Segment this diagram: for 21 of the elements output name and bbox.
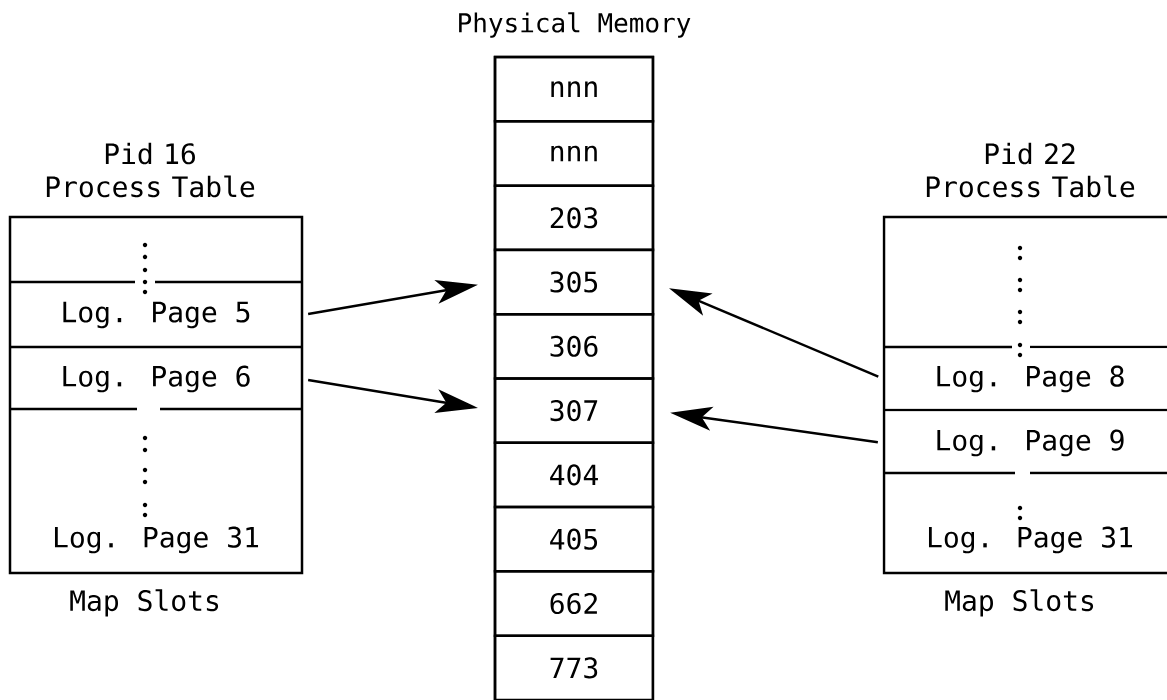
table-heading: Pid 16 Process Table: [46, 142, 255, 198]
table-row: Log. Page 31: [929, 526, 1133, 554]
memory-cell: nnn: [493, 55, 655, 123]
table-row: Log. Page 8: [937, 365, 1124, 393]
table-row: Log. Page 31: [55, 526, 259, 554]
column-heading: Physical Memory: [459, 12, 691, 38]
memory-cell: 405: [493, 505, 655, 573]
memory-cell: 203: [493, 184, 655, 252]
table-row: Log. Page 6: [63, 365, 250, 393]
memory-cell: 773: [493, 634, 655, 700]
table-caption: Map Slots: [945, 589, 1094, 617]
table-row: Log. Page 5: [63, 301, 250, 329]
memory-cell: 404: [493, 441, 655, 509]
memory-cell: 662: [493, 570, 655, 637]
memory-cell: 305: [493, 248, 655, 316]
memory-cell: nnn: [493, 120, 655, 187]
memory-cell: 307: [493, 377, 655, 444]
table-heading: Pid 22 Process Table: [926, 142, 1135, 198]
memory-cell: 306: [493, 312, 655, 380]
table-caption: Map Slots: [70, 589, 219, 617]
table-row: Log. Page 9: [937, 429, 1124, 457]
